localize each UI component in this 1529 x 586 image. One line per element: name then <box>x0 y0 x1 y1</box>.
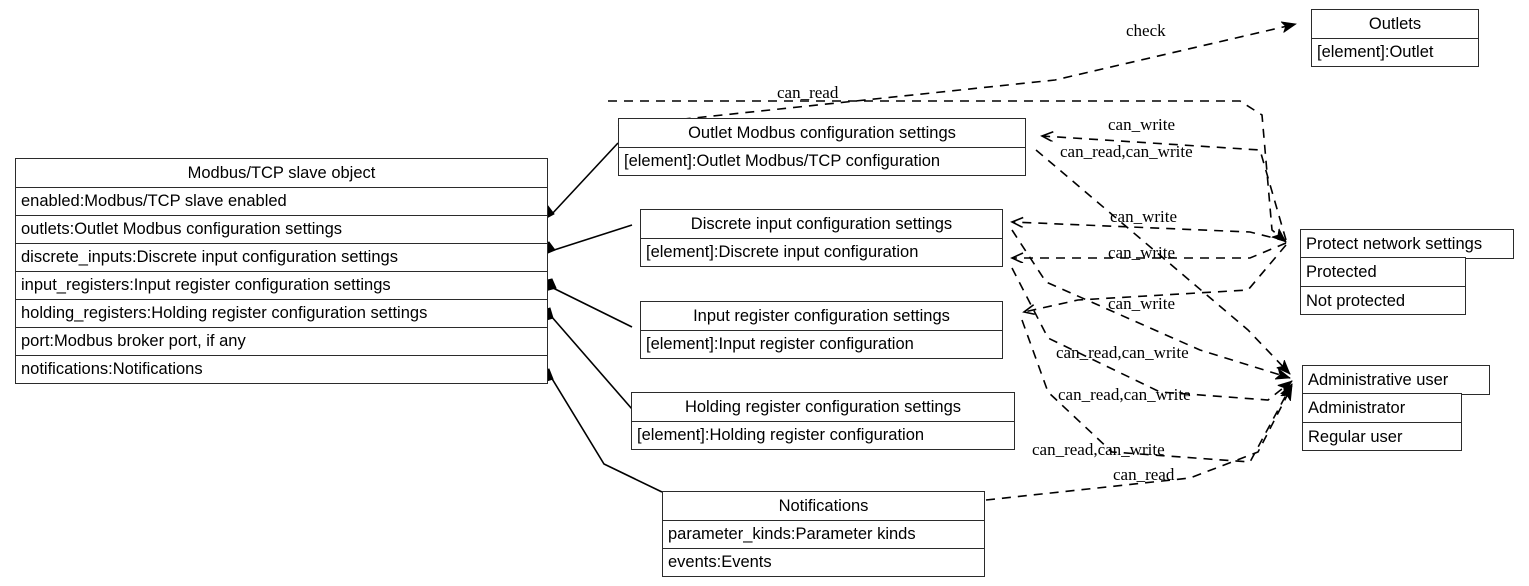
node-title: Holding register configuration settings <box>684 397 962 416</box>
composition-edges <box>550 142 663 493</box>
node-title: Outlet Modbus configuration settings <box>688 123 956 142</box>
edge-discrete-inputs <box>550 224 633 252</box>
node-title: Discrete input configuration settings <box>690 214 953 233</box>
node-title: Input register configuration settings <box>693 306 950 325</box>
node-discrete-input-configuration-settings[interactable]: Discrete input configuration settings [e… <box>640 209 1003 267</box>
node-administrative-user[interactable]: Administrative user Administrator Regula… <box>1302 365 1490 453</box>
node-attribute: Not protected <box>1301 286 1465 314</box>
edge-input-registers <box>550 286 633 328</box>
edge-label-can-write-1: can_write <box>1108 115 1176 134</box>
edge-label-can-write-3: can_write <box>1108 243 1176 262</box>
node-attribute: events:Events <box>663 548 984 576</box>
edge-holding-registers <box>550 315 633 410</box>
node-title: Protect network settings <box>1306 234 1483 253</box>
edge-can-read-can-write-3 <box>1011 267 1292 401</box>
node-notifications[interactable]: Notifications parameter_kinds:Parameter … <box>662 491 985 577</box>
edge-can-read-top <box>608 100 1286 242</box>
edge-label-can-read-can-write-3: can_read,can_write <box>1058 385 1191 404</box>
edge-label-can-read-can-write-4: can_read,can_write <box>1032 440 1165 459</box>
edge-can-write-3 <box>1012 242 1287 258</box>
edge-check <box>617 24 1296 127</box>
node-attribute: enabled:Modbus/TCP slave enabled <box>16 187 547 215</box>
node-attribute: input_registers:Input register configura… <box>16 271 547 299</box>
node-protect-network-settings-values: Protected Not protected <box>1300 257 1466 316</box>
node-attribute: [element]:Outlet <box>1312 38 1478 66</box>
node-protect-network-settings[interactable]: Protect network settings Protected Not p… <box>1300 229 1514 317</box>
node-title: Modbus/TCP slave object <box>187 163 376 182</box>
edge-label-can-read-can-write-2: can_read,can_write <box>1056 343 1189 362</box>
node-attribute: discrete_inputs:Discrete input configura… <box>16 243 547 271</box>
edge-can-read-can-write-1 <box>1035 149 1290 374</box>
node-modbus-tcp-slave-object[interactable]: Modbus/TCP slave object enabled:Modbus/T… <box>15 158 548 384</box>
edge-label-can-write-2: can_write <box>1110 207 1178 226</box>
node-title: Administrative user <box>1308 370 1449 389</box>
edge-label-can-read-bottom: can_read <box>1113 465 1175 484</box>
edge-label-can-read-can-write-1: can_read,can_write <box>1060 142 1193 161</box>
node-attribute: Administrator <box>1308 399 1406 418</box>
node-title: Notifications <box>778 496 869 515</box>
dependency-edges <box>608 24 1296 501</box>
edge-outlets <box>550 142 619 216</box>
edge-notifications <box>550 376 663 493</box>
node-attribute: [element]:Outlet Modbus/TCP configuratio… <box>619 147 1025 175</box>
edge-can-read-can-write-2 <box>1011 229 1290 378</box>
node-attribute: [element]:Holding register configuration <box>632 421 1014 449</box>
node-outlet-modbus-configuration-settings[interactable]: Outlet Modbus configuration settings [el… <box>618 118 1026 176</box>
node-title: Outlets <box>1368 14 1422 33</box>
edge-can-read-bottom <box>985 386 1293 501</box>
node-attribute: Protected <box>1306 263 1377 282</box>
edge-label-can-read-top: can_read <box>777 83 839 102</box>
node-protect-network-settings-header: Protect network settings <box>1300 229 1514 259</box>
edge-label-check: check <box>1126 21 1166 40</box>
edge-can-read-can-write-4 <box>1021 319 1293 463</box>
node-attribute: [element]:Discrete input configuration <box>641 238 1002 266</box>
edge-can-write-2 <box>1012 222 1287 242</box>
node-holding-register-configuration-settings[interactable]: Holding register configuration settings … <box>631 392 1015 450</box>
node-attribute: port:Modbus broker port, if any <box>16 327 547 355</box>
node-attribute: outlets:Outlet Modbus configuration sett… <box>16 215 547 243</box>
edge-can-write-4 <box>1024 244 1287 312</box>
node-outlets[interactable]: Outlets [element]:Outlet <box>1311 9 1479 67</box>
node-input-register-configuration-settings[interactable]: Input register configuration settings [e… <box>640 301 1003 359</box>
node-administrative-user-values: Administrator Regular user <box>1302 393 1462 452</box>
node-attribute: notifications:Notifications <box>16 355 547 383</box>
node-attribute: parameter_kinds:Parameter kinds <box>663 520 984 548</box>
edge-label-can-write-4: can_write <box>1108 294 1176 313</box>
node-attribute: holding_registers:Holding register confi… <box>16 299 547 327</box>
node-attribute: [element]:Input register configuration <box>641 330 1002 358</box>
node-attribute: Regular user <box>1303 422 1461 450</box>
node-administrative-user-header: Administrative user <box>1302 365 1490 395</box>
